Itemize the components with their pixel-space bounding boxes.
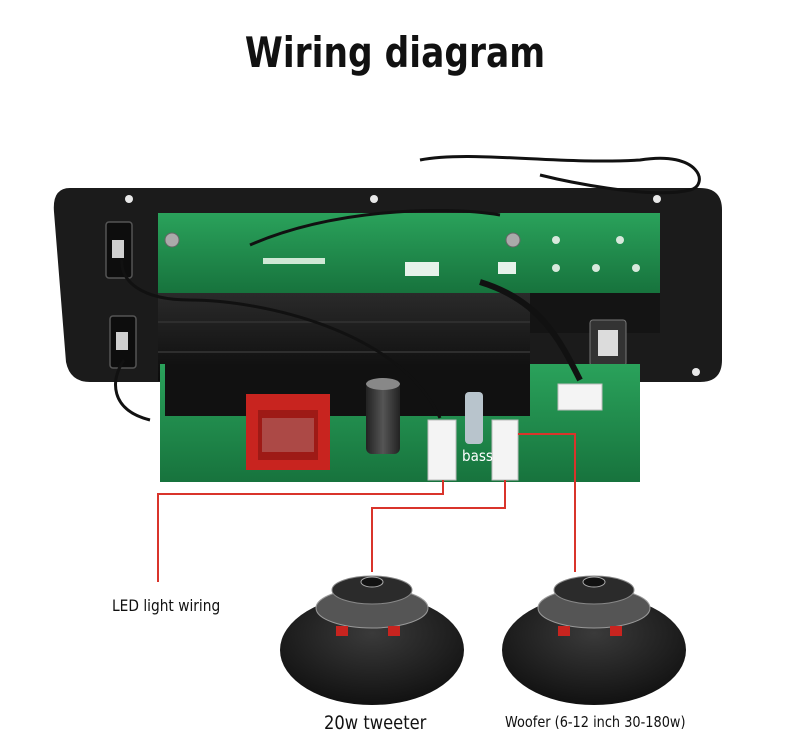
tweeter-label: 20w tweeter bbox=[324, 712, 427, 734]
woofer-wire bbox=[518, 433, 576, 572]
led-wire bbox=[157, 480, 444, 582]
small-capacitor bbox=[465, 392, 483, 444]
diagram-title: Wiring diagram bbox=[244, 28, 546, 77]
transformer bbox=[246, 394, 330, 470]
capacitor bbox=[366, 378, 400, 454]
tweeter-speaker bbox=[280, 575, 464, 705]
woofer-label: Woofer (6-12 inch 30-180w) bbox=[505, 713, 686, 731]
led-wiring-label: LED light wiring bbox=[112, 596, 221, 615]
side-connector bbox=[557, 383, 603, 411]
speaker-connector bbox=[491, 419, 519, 481]
control-pcb bbox=[158, 213, 660, 293]
volume-knobs bbox=[589, 319, 627, 367]
led-connector bbox=[427, 419, 457, 481]
tweeter-wire bbox=[371, 480, 506, 572]
panel-switch-bottom bbox=[109, 315, 137, 369]
cables bbox=[114, 154, 701, 422]
woofer-speaker bbox=[502, 575, 686, 705]
bass-label: bass bbox=[462, 447, 493, 465]
panel-switch-top bbox=[105, 221, 133, 279]
